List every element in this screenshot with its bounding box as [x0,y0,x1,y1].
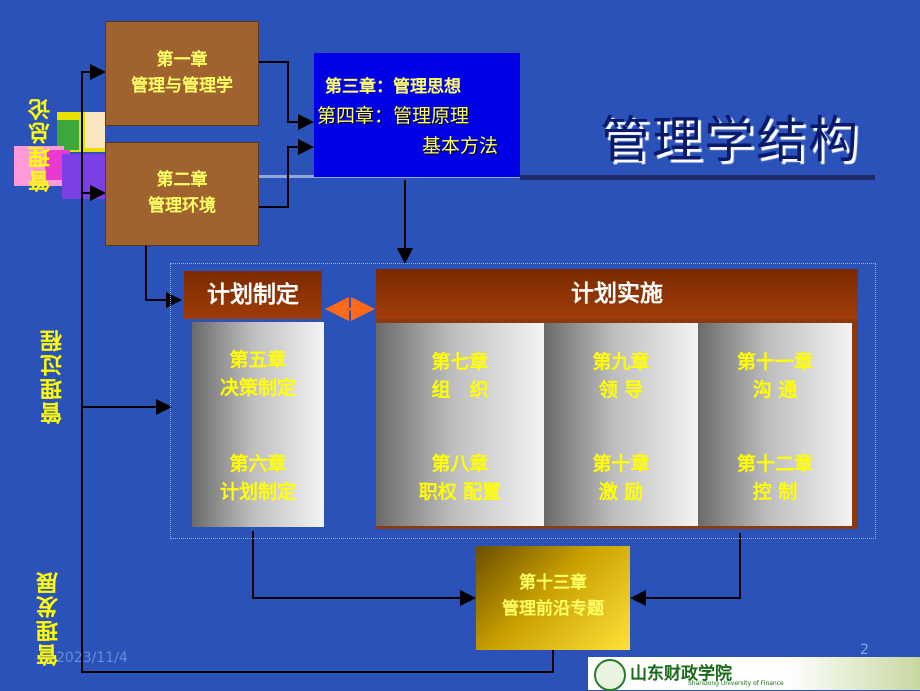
chapter-13-box: 第十三章 管理前沿专题 [476,546,630,650]
footer-date: 2023/11/4 [56,650,128,666]
page-title: 管理学结构 [600,111,860,169]
chapter-6-label: 第六章计划制定 [219,453,296,503]
implementation-panel-1 [376,323,544,526]
chapter-9-label: 第九章领 导 [592,351,650,401]
plan-implementation-header: 计划实施 [376,269,858,319]
page-number: 2 [860,642,869,658]
chapter-11-label: 第十一章沟 通 [736,351,813,401]
chapter-7-label: 第七章组 织 [431,351,489,401]
plan-making-panel [192,322,324,527]
chapter-13-number: 第十三章 [519,573,587,593]
chapter-3-4-box [314,53,520,177]
chapter-4-text: 第四章：管理原理 [317,105,470,127]
chapter-2-number: 第二章 [156,170,208,190]
deco-square-green [57,120,79,150]
chapter-13-title: 管理前沿专题 [502,599,604,619]
chapter-8-label: 第八章职权 配置 [418,453,502,503]
chapter-4-subtext: 基本方法 [422,135,499,157]
process-container [170,263,876,539]
chapter-3-text: 第三章：管理思想 [325,77,461,97]
chapter-2-title: 管理环境 [148,196,216,216]
chapter-10-label: 第十章激 励 [592,453,650,503]
university-logo-subtext: ShanDong University of Finance [688,680,784,687]
university-logo: 山东财政学院 ShanDong University of Finance [588,657,920,691]
title-rule-dark [520,175,875,180]
plan-making-header: 计划制定 [184,271,322,319]
chapter-1-title: 管理与管理学 [131,76,233,96]
chapter-2-box: 第二章 管理环境 [105,142,259,246]
chapter-5-label: 第五章决策制定 [219,349,296,399]
university-logo-text: 山东财政学院 [630,664,732,684]
implementation-panel-3 [698,323,852,526]
chapter-1-box: 第一章 管理与管理学 [105,21,259,126]
chapter-1-number: 第一章 [156,50,208,70]
implementation-panel-2 [544,323,698,526]
deco-square-peach [85,112,105,148]
chapter-12-label: 第十二章控 制 [736,453,813,503]
university-emblem-icon [594,659,626,691]
